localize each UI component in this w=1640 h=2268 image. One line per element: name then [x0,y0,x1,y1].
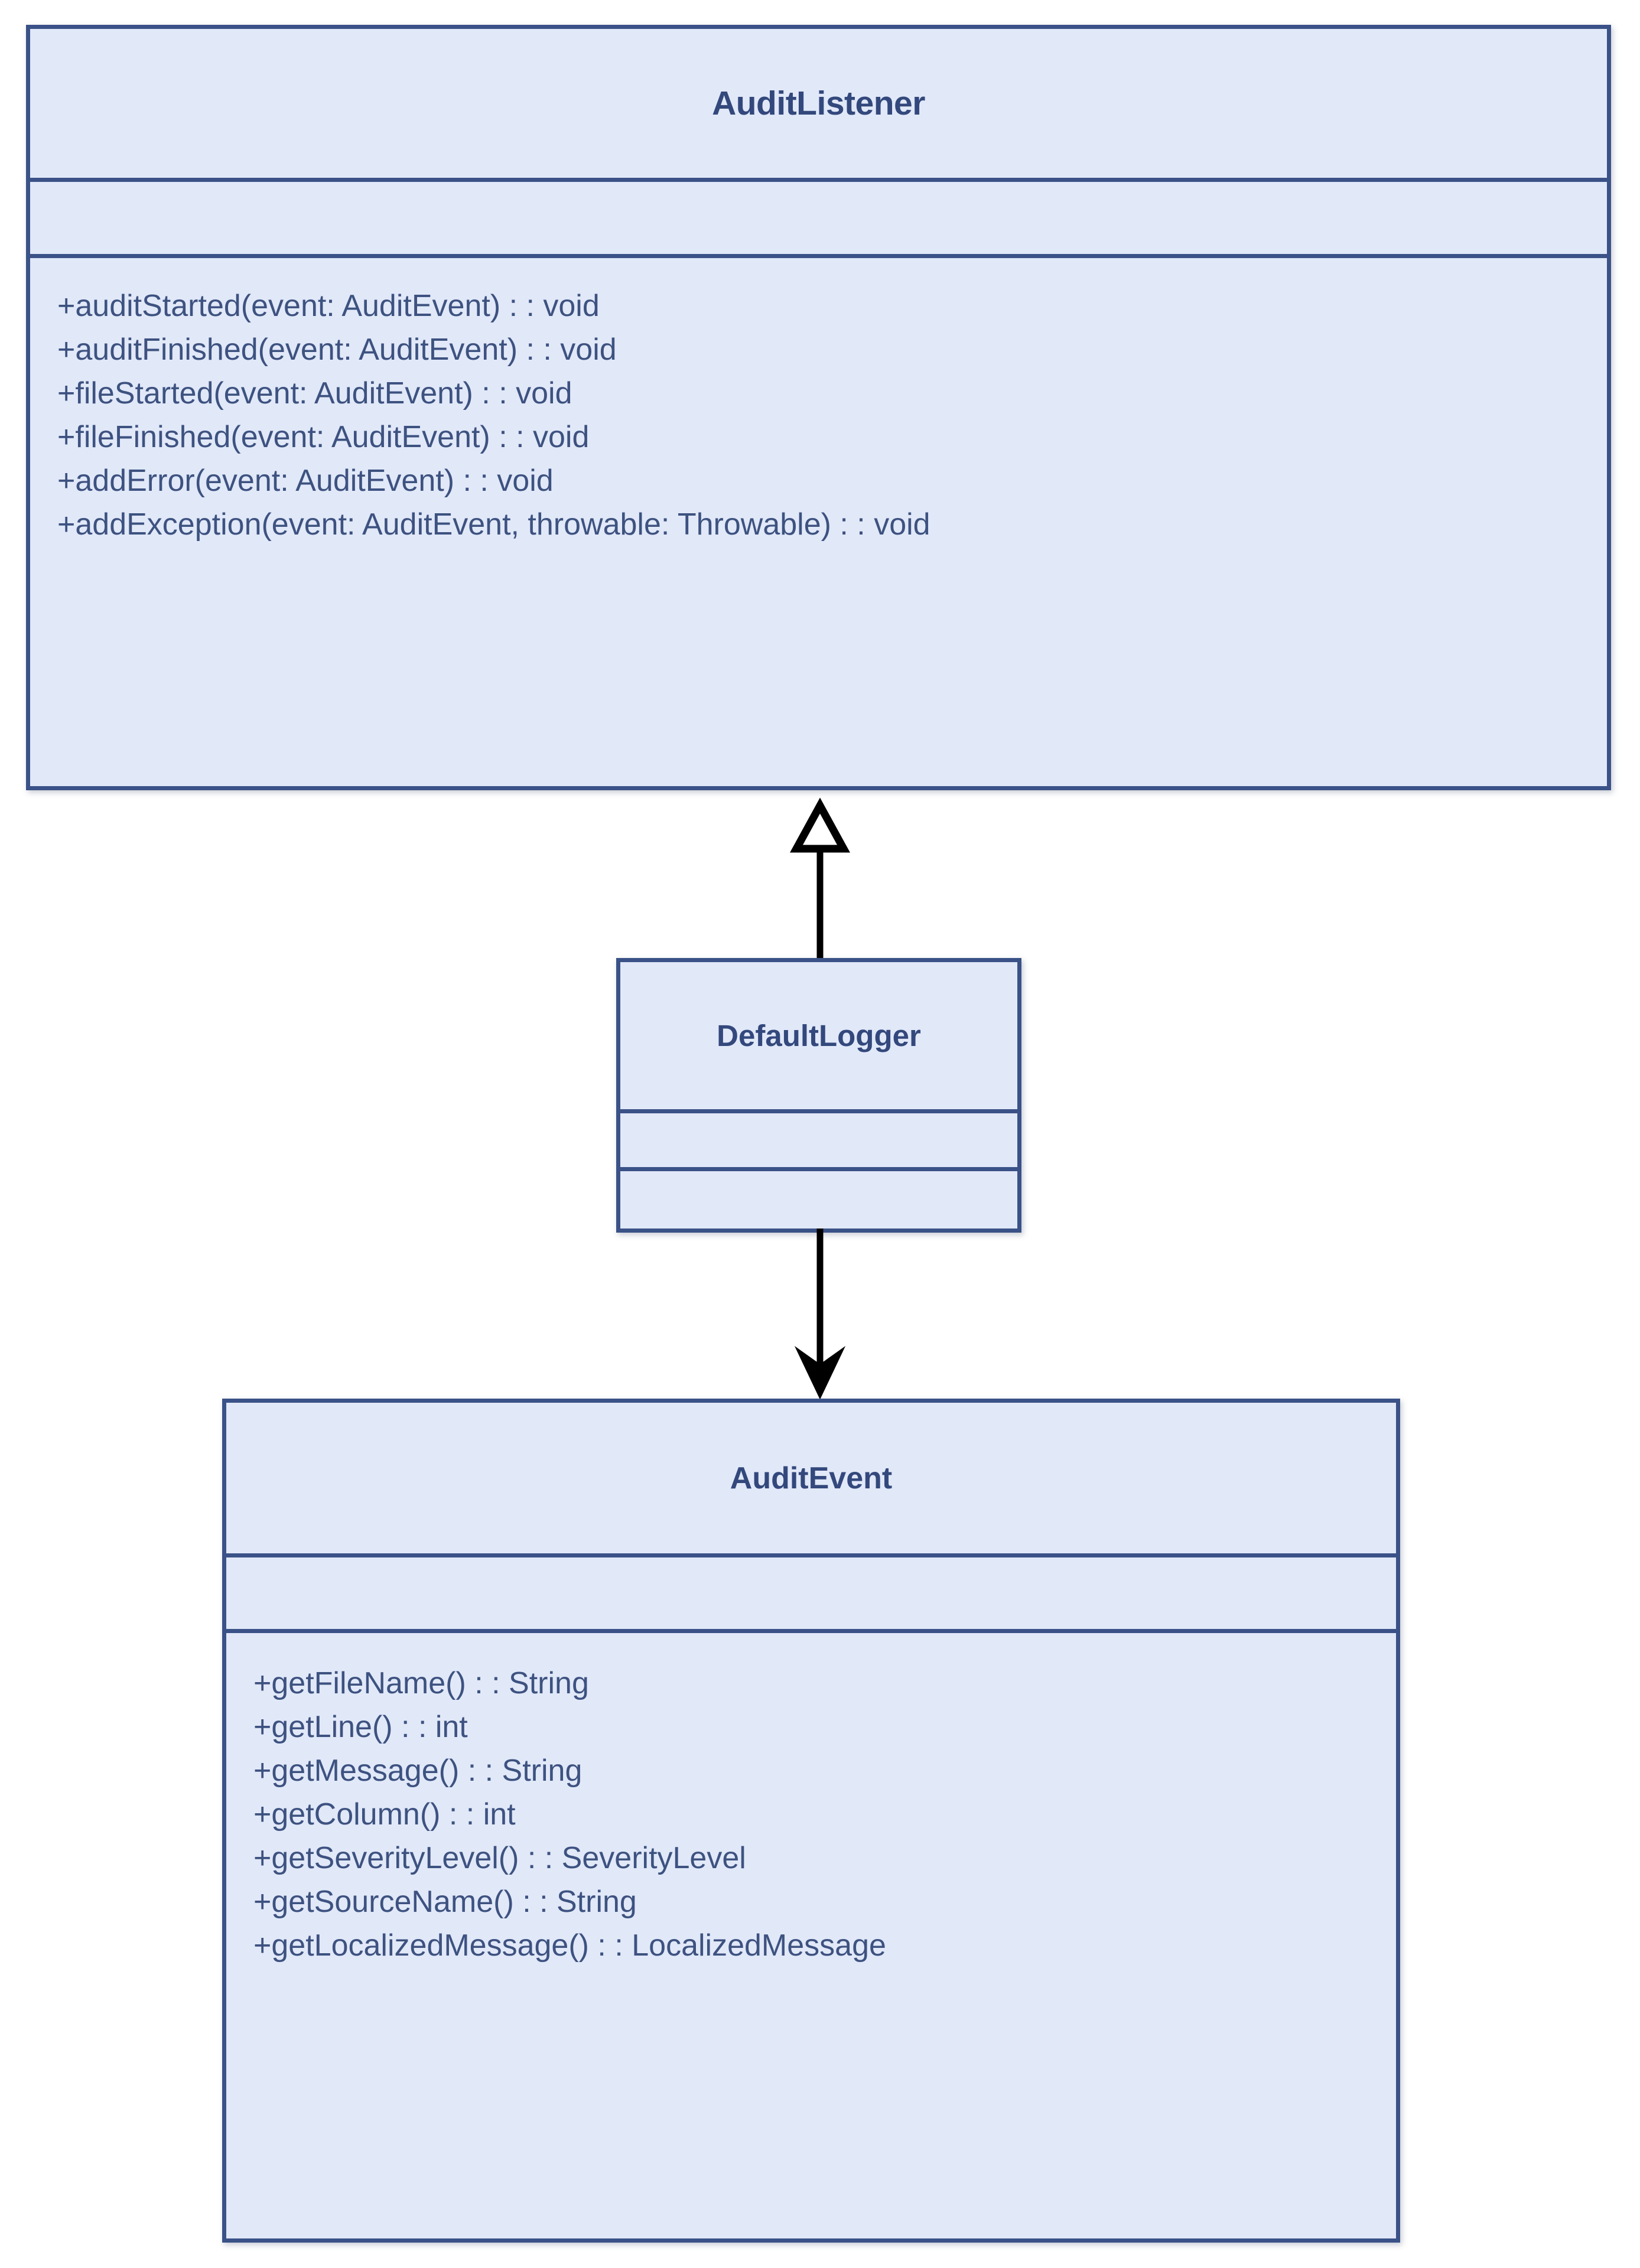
method-line: +auditStarted(event: AuditEvent) : : voi… [57,289,600,323]
class-methods-defaultlogger [620,1171,1017,1228]
method-line: +addError(event: AuditEvent) : : void [57,464,554,498]
method-line: +getSeverityLevel() : : SeverityLevel [253,1841,746,1875]
generalization-arrow-defaultlogger-to-auditlistener [790,797,850,963]
class-box-defaultlogger[interactable]: DefaultLogger [616,958,1021,1233]
class-title-auditlistener: AuditListener [712,84,925,122]
method-line: +fileStarted(event: AuditEvent) : : void [57,376,572,410]
class-attributes-defaultlogger [620,1109,1017,1171]
method-line: +getSourceName() : : String [253,1885,637,1919]
class-box-auditlistener[interactable]: AuditListener +auditStarted(event: Audit… [26,25,1611,790]
method-line: +addException(event: AuditEvent, throwab… [57,507,930,542]
method-line: +auditFinished(event: AuditEvent) : : vo… [57,333,617,367]
method-line: +getFileName() : : String [253,1666,589,1700]
class-box-auditevent[interactable]: AuditEvent +getFileName() : : String +ge… [222,1399,1400,2243]
method-line: +getColumn() : : int [253,1797,516,1832]
filled-arrowhead-icon [794,1345,846,1400]
hollow-triangle-arrowhead-icon [790,797,850,853]
class-title-defaultlogger: DefaultLogger [717,1019,921,1052]
method-line: +getLine() : : int [253,1710,468,1744]
method-line: +getMessage() : : String [253,1754,583,1788]
class-methods-auditevent: +getFileName() : : String +getLine() : :… [226,1633,1396,1967]
method-line: +getLocalizedMessage() : : LocalizedMess… [253,1928,886,1963]
association-arrow-defaultlogger-to-auditevent [794,1228,846,1400]
class-attributes-auditlistener [30,178,1607,258]
class-title-auditevent: AuditEvent [730,1461,893,1495]
class-attributes-auditevent [226,1553,1396,1633]
method-line: +fileFinished(event: AuditEvent) : : voi… [57,420,590,454]
class-methods-auditlistener: +auditStarted(event: AuditEvent) : : voi… [30,258,1607,546]
